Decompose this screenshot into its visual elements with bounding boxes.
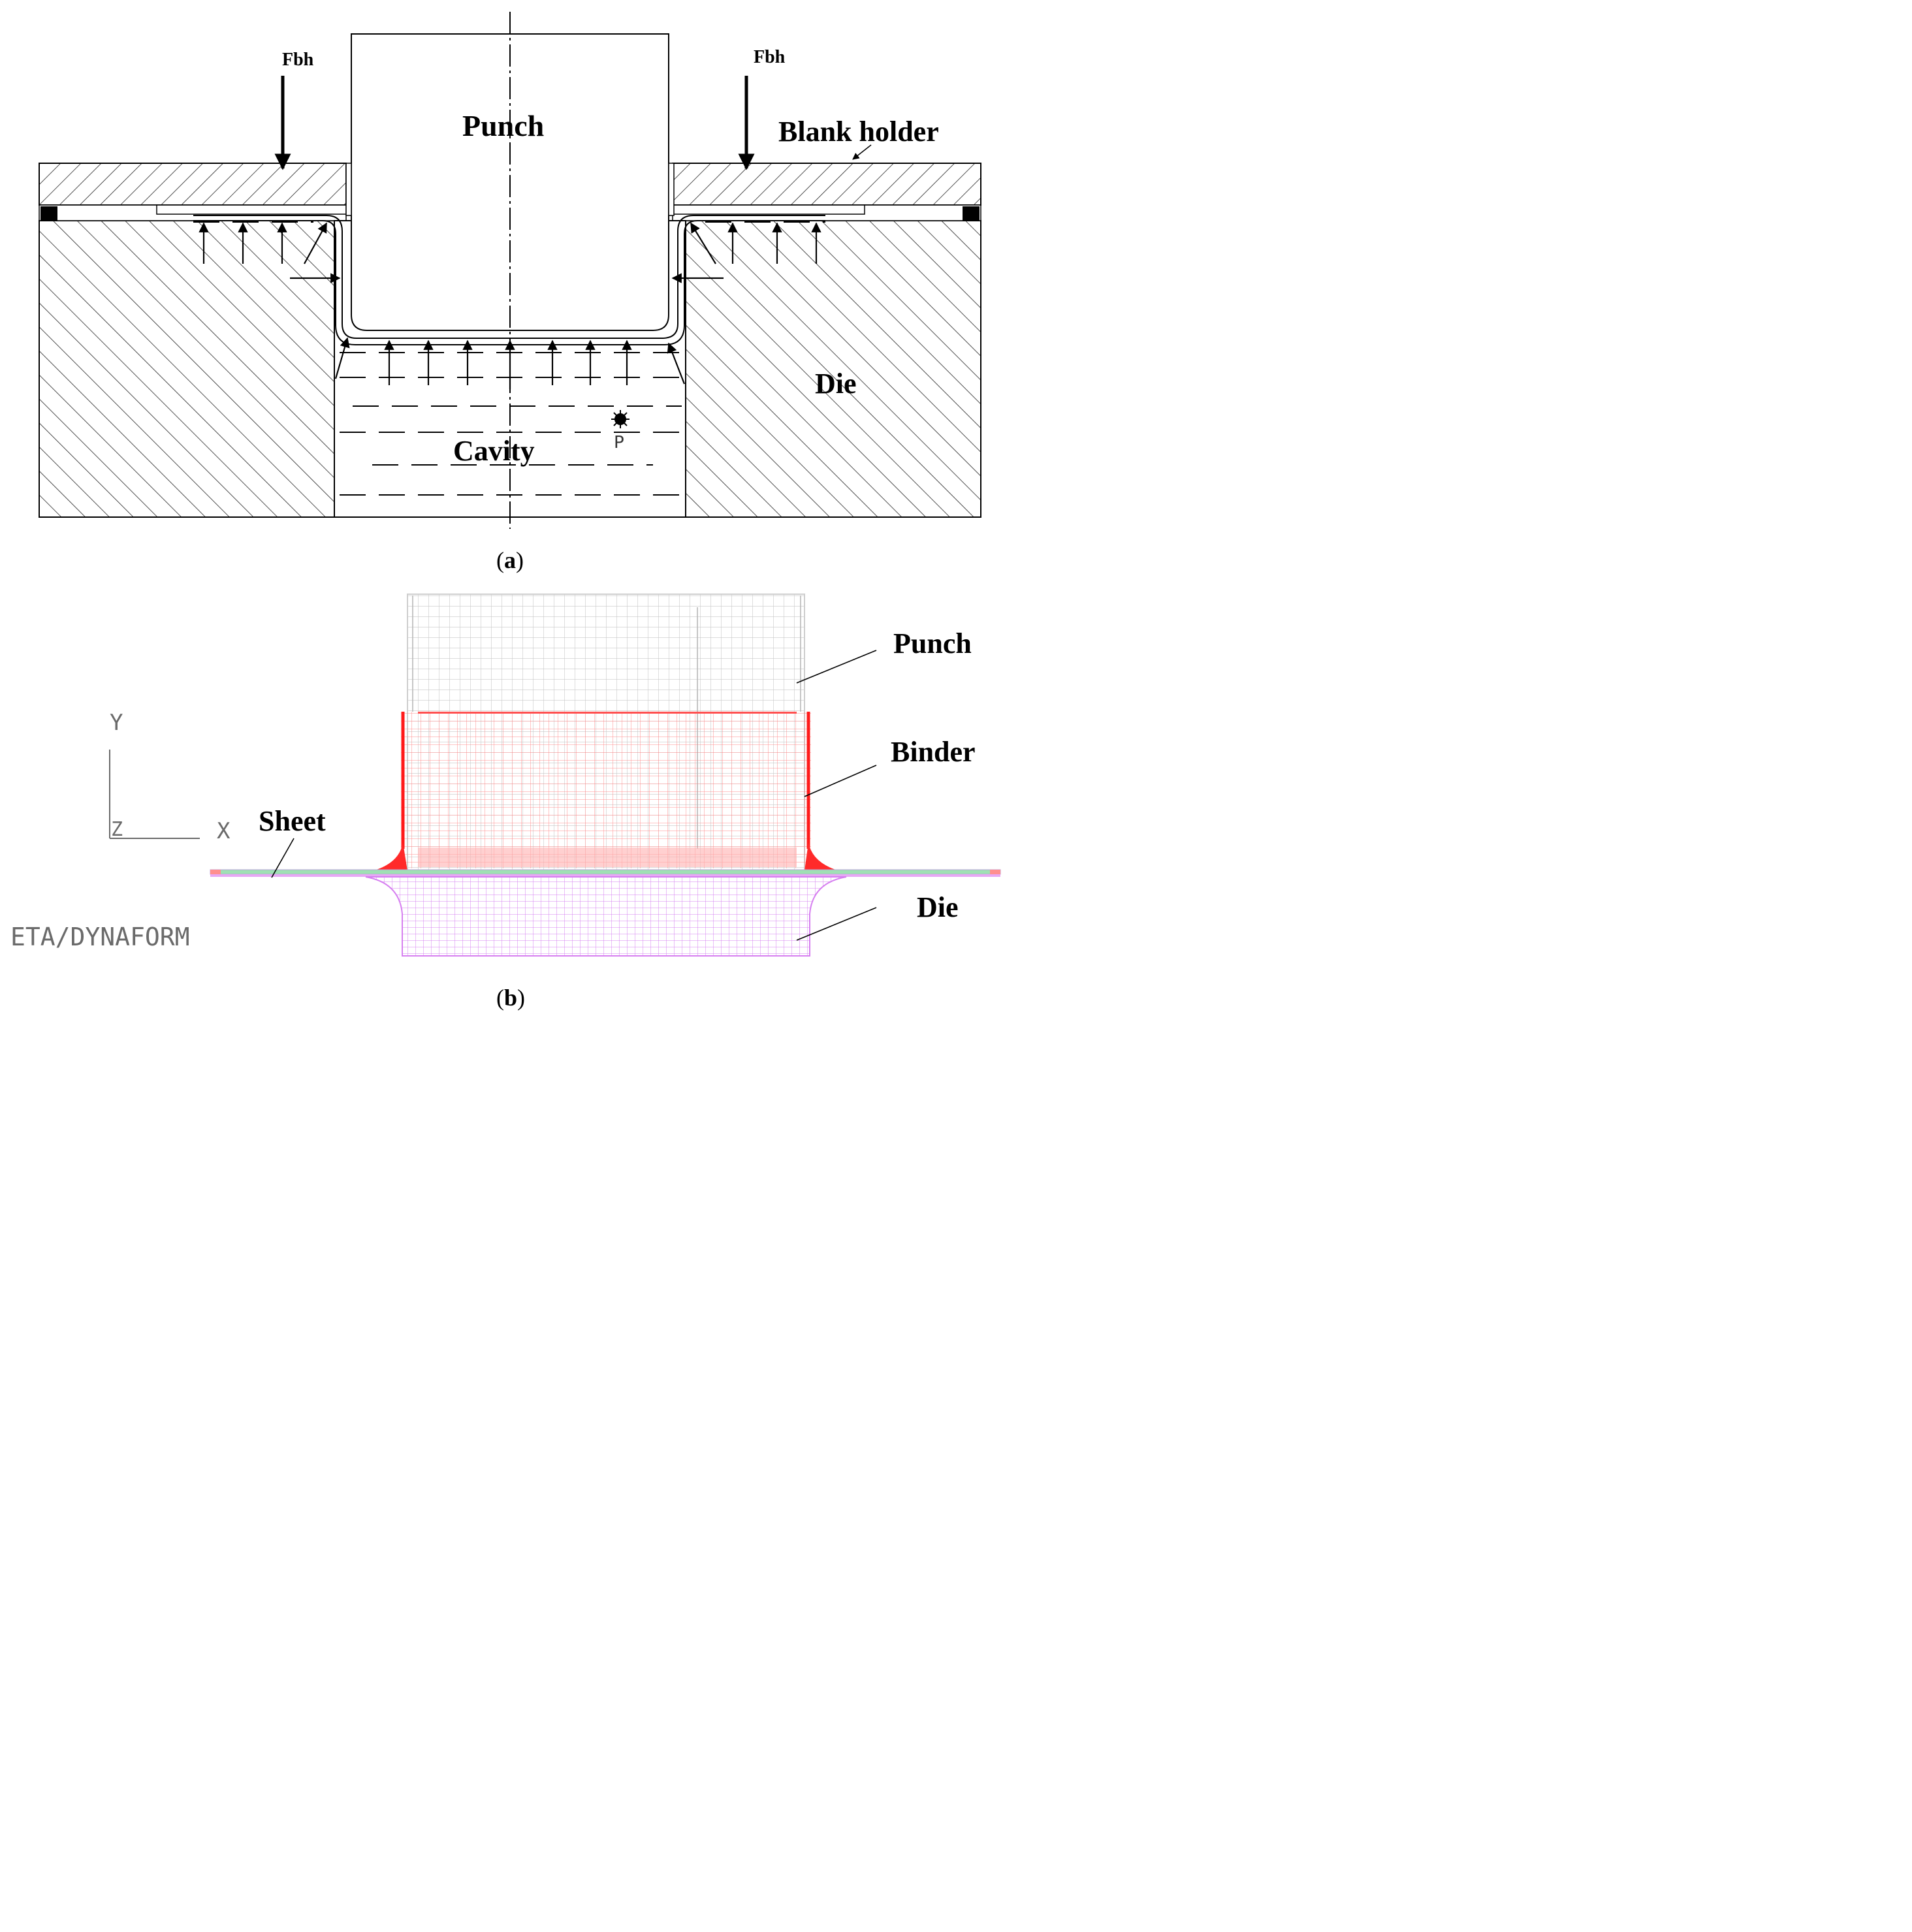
blank-holder-leader — [852, 144, 872, 160]
die-left — [39, 220, 335, 518]
axis-z-label: Z — [111, 818, 123, 841]
axis-x-label: X — [217, 818, 231, 844]
blank-holder-left — [39, 163, 347, 206]
die-mesh — [365, 876, 847, 957]
pressure-gauge-icon — [611, 410, 629, 428]
caption-a: (a) — [496, 547, 524, 573]
figure: Fbh Fbh Punch Blank holder Die Cavity P … — [0, 0, 1008, 1019]
software-label: ETA/DYNAFORM — [10, 923, 190, 951]
die-label: Die — [815, 368, 857, 400]
die-mesh-label: Die — [917, 891, 959, 923]
binder-mesh-label: Binder — [891, 736, 976, 768]
panel-a-diagram: Fbh Fbh Punch Blank holder Die Cavity P … — [39, 12, 981, 573]
axis-y-label: Y — [110, 710, 123, 736]
fbh-label-left: Fbh — [282, 50, 314, 70]
fbh-label-right: Fbh — [754, 47, 786, 67]
pressure-label: P — [614, 433, 624, 452]
cavity-label: Cavity — [453, 435, 535, 467]
sheet-strip — [210, 869, 1001, 875]
seal-right — [963, 206, 980, 221]
blank-holder-label: Blank holder — [778, 116, 939, 148]
punch-mesh-label: Punch — [893, 627, 972, 659]
sheet-label: Sheet — [259, 805, 326, 837]
die-right — [685, 220, 981, 518]
axis-triad — [109, 750, 200, 839]
blank-holder-right — [672, 163, 981, 206]
figure-canvas: Fbh Fbh Punch Blank holder Die Cavity P … — [10, 12, 1001, 1011]
pressure-arrows — [199, 222, 821, 389]
leader-lines — [271, 650, 877, 941]
caption-b: (b) — [496, 985, 525, 1011]
punch-label: Punch — [462, 109, 544, 142]
panel-b-simulation: Punch Binder Sheet Die Y X Z ETA/DYNAFOR… — [10, 594, 1001, 1011]
binder-mesh — [372, 712, 840, 871]
seal-left — [40, 206, 57, 221]
